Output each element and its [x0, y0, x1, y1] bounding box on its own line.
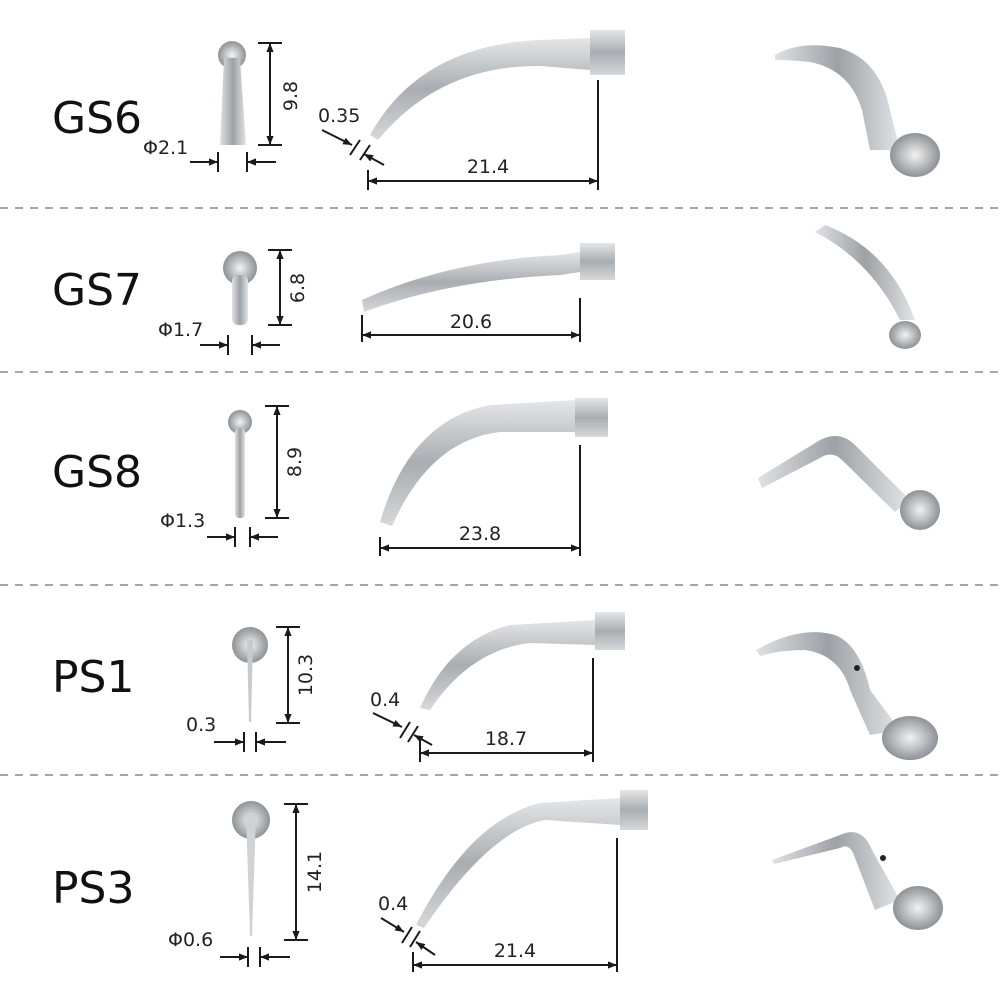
tip-name: GS6 — [52, 93, 142, 144]
front-view — [232, 801, 270, 936]
diameter-label: Φ2.1 — [143, 137, 188, 159]
side-view — [370, 30, 625, 140]
tip-photo — [775, 45, 940, 177]
tip-photo — [772, 832, 943, 930]
tip-photo — [815, 225, 921, 349]
tip-photo — [756, 632, 938, 760]
diameter-label: Φ1.7 — [158, 319, 203, 341]
length-label: 9.8 — [280, 81, 302, 111]
length-label: 6.8 — [287, 273, 309, 303]
length-label: 10.3 — [295, 654, 317, 696]
front-view — [232, 627, 268, 722]
reach-label: 21.4 — [494, 940, 536, 962]
reach-label: 23.8 — [459, 523, 501, 545]
reach-label: 21.4 — [467, 156, 509, 178]
front-view — [228, 410, 252, 518]
length-label: 14.1 — [304, 851, 326, 893]
front-view — [218, 41, 246, 145]
front-view — [223, 251, 257, 325]
tip-name: GS7 — [52, 265, 142, 316]
tip-width-label: 0.35 — [318, 105, 360, 127]
tip-row-gs6: GS6 9.8 Φ2.1 21.4 0.35 — [52, 30, 940, 190]
tip-name: PS1 — [52, 652, 134, 703]
diameter-label: 0.3 — [186, 714, 216, 736]
side-view — [380, 398, 608, 526]
side-view — [420, 612, 625, 710]
diameter-label: Φ1.3 — [160, 510, 205, 532]
length-label: 8.9 — [284, 447, 306, 477]
reach-label: 20.6 — [450, 311, 492, 333]
reach-label: 18.7 — [485, 728, 527, 750]
tip-name: GS8 — [52, 447, 142, 498]
tip-name: PS3 — [52, 863, 134, 914]
tip-row-gs7: GS7 6.8 Φ1.7 20.6 — [52, 225, 921, 355]
tip-width-label: 0.4 — [378, 893, 408, 915]
tip-width-label: 0.4 — [370, 689, 400, 711]
tip-row-gs8: GS8 8.9 Φ1.3 23.8 — [52, 398, 940, 556]
diameter-label: Φ0.6 — [168, 929, 213, 951]
side-view — [416, 790, 648, 928]
tip-row-ps1: PS1 10.3 0.3 18.7 0.4 — [52, 612, 938, 762]
tip-row-ps3: PS3 14.1 Φ0.6 21.4 0.4 — [52, 790, 943, 972]
tip-photo — [758, 436, 940, 530]
side-view — [362, 243, 615, 312]
